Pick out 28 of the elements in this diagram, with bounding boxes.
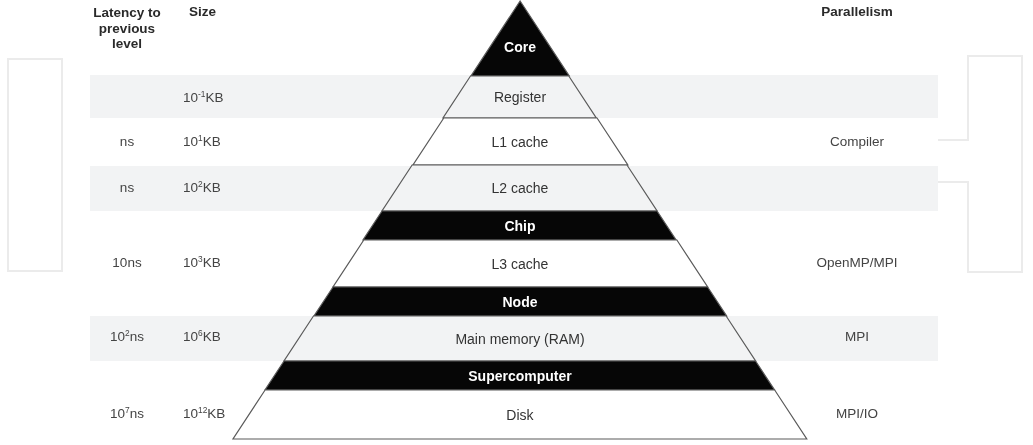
level-label: Core <box>504 39 536 55</box>
size-value: 10$^{3}$KB <box>183 255 221 271</box>
column-header: Latency to previous level <box>92 4 162 52</box>
latency-value: 10$^{2}$ns <box>110 329 144 345</box>
level-label: Main memory (RAM) <box>455 330 585 347</box>
level-label: Chip <box>504 217 536 234</box>
size-value: 10$^{6}$KB <box>183 329 221 345</box>
size-value: 10$^{1}$KB <box>183 134 221 150</box>
level-label: Register <box>493 89 547 105</box>
latency-value: ns <box>119 134 135 150</box>
latency-value: 10ns <box>112 255 142 271</box>
level-label: Supercomputer <box>468 367 572 384</box>
latency-value: 10$^{7}$ns <box>110 406 144 422</box>
parallelism-value: OpenMP/MPI <box>816 255 898 271</box>
size-value: 10$^{-1}$KB <box>183 90 224 106</box>
level-label: L2 cache <box>491 180 549 196</box>
column-header: Parallelism <box>821 4 893 20</box>
parallelism-value: Compiler <box>830 134 884 150</box>
level-label: L1 cache <box>491 133 549 150</box>
column-header: Size <box>189 4 216 20</box>
size-value: 10$^{2}$KB <box>183 180 221 196</box>
size-value: 10$^{12}$KB <box>183 406 226 422</box>
latency-value: ns <box>119 180 135 196</box>
level-label: L3 cache <box>491 255 549 272</box>
level-label: Node <box>502 293 538 310</box>
parallelism-value: MPI/IO <box>836 406 878 422</box>
level-label: Disk <box>506 406 534 423</box>
parallelism-value: MPI <box>845 329 869 345</box>
